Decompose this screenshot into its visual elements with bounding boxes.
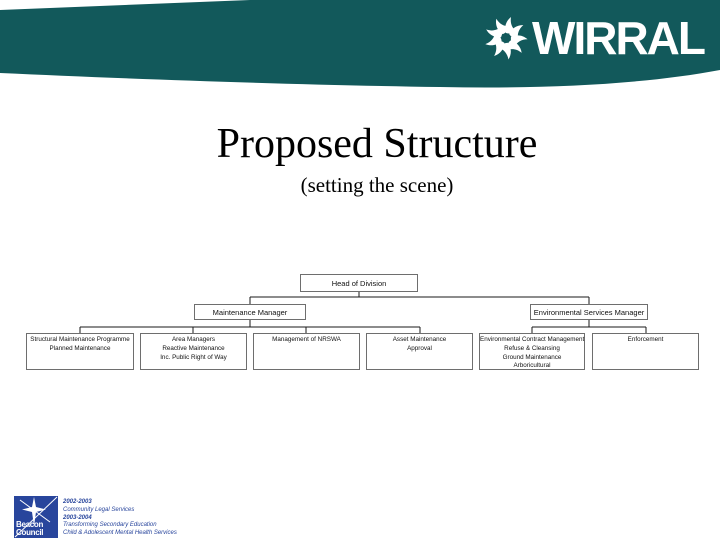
org-node-label: Maintenance Manager	[212, 307, 288, 317]
org-node-environmental-services-manager: Environmental Services Manager	[530, 304, 648, 320]
org-node-line: Planned Maintenance	[49, 344, 111, 352]
page-subtitle: (setting the scene)	[300, 173, 454, 197]
org-node-line: Environmental Contract Management	[480, 336, 585, 343]
beacon-line1: Beacon	[16, 520, 44, 529]
org-node-environmental-contract-management: Environmental Contract Management Refuse…	[479, 333, 585, 370]
org-node-line: Ground Maintenance	[502, 353, 562, 361]
beacon-awards-text: 2002-2003 Community Legal Services 2003-…	[63, 499, 177, 538]
org-node-enforcement: Enforcement	[592, 333, 699, 370]
award-title-1: Community Legal Services	[63, 506, 135, 513]
org-node-line: Enforcement	[627, 336, 664, 343]
org-node-line: Asset Maintenance	[392, 336, 447, 343]
org-node-area-managers: Area Managers Reactive Maintenance Inc. …	[140, 333, 247, 370]
org-node-line: Management of NRSWA	[272, 336, 341, 343]
org-node-line: Inc. Public Right of Way	[160, 353, 227, 361]
org-node-structural-maintenance: Structural Maintenance Programme Planned…	[26, 333, 134, 370]
beacon-council-label: Beacon Council	[16, 520, 44, 537]
org-node-label: Head of Division	[331, 278, 387, 288]
org-node-line: Refuse & Cleansing	[504, 344, 560, 352]
org-node-line: Arboricultural	[513, 362, 551, 370]
wirral-swirl-icon	[485, 17, 528, 60]
org-node-maintenance-manager: Maintenance Manager	[194, 304, 306, 320]
wirral-wordmark: WIRRAL	[532, 12, 706, 64]
org-node-line: Area Managers	[171, 336, 216, 343]
header-band	[0, 0, 720, 88]
award-title-2: Transforming Secondary Education	[63, 522, 157, 529]
beacon-star-icon	[14, 496, 58, 538]
award-years-2: 2003-2004	[63, 514, 92, 521]
org-node-line: Approval	[407, 344, 432, 352]
beacon-line2: Council	[16, 528, 44, 537]
wirral-logo: WIRRAL	[483, 12, 706, 64]
award-title-3: Child & Adolescent Mental Health Service…	[63, 530, 177, 537]
header-band-shape	[0, 0, 720, 88]
org-node-label: Environmental Services Manager	[533, 307, 645, 317]
org-node-asset-maintenance: Asset Maintenance Approval	[366, 333, 473, 370]
award-years-1: 2002-2003	[63, 499, 92, 505]
page-title: Proposed Structure	[216, 121, 538, 167]
org-node-line: Structural Maintenance Programme	[30, 336, 130, 343]
org-node-management-of-nrswa: Management of NRSWA	[253, 333, 360, 370]
org-node-line: Reactive Maintenance	[162, 344, 225, 352]
beacon-council-logo: Beacon Council	[14, 496, 58, 538]
org-node-head-of-division: Head of Division	[300, 274, 418, 292]
